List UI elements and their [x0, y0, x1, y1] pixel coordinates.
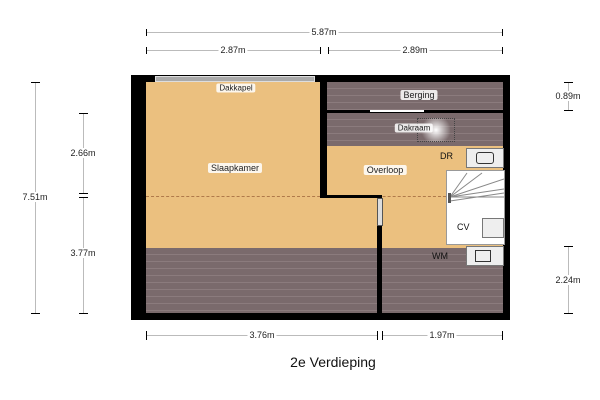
dim-tick: [502, 47, 503, 54]
dim-tick: [564, 110, 573, 111]
dim-tick: [79, 193, 88, 194]
dim-tick: [31, 313, 40, 314]
room-label-dakraam: Dakraam: [394, 123, 434, 133]
wall-left: [131, 75, 146, 320]
dim-bottom-left: 3.76m: [247, 330, 277, 340]
dim-tick: [564, 313, 573, 314]
dim-tick: [502, 331, 503, 340]
dim-tick: [502, 29, 503, 36]
wall-bottom: [131, 313, 510, 320]
slope-line: [146, 196, 446, 197]
wall-inner-lower: [377, 195, 382, 313]
washing-machine: [466, 246, 504, 266]
dim-tick: [31, 82, 40, 83]
dim-left-upper: 2.66m: [68, 148, 98, 158]
dim-bottom-right: 1.97m: [427, 330, 457, 340]
stairs-icon: [448, 172, 505, 203]
dim-tick: [79, 313, 88, 314]
dim-tick: [377, 331, 378, 340]
dim-tick: [146, 331, 147, 340]
room-label-overloop: Overloop: [363, 165, 407, 175]
dim-top-right: 2.89m: [400, 45, 430, 55]
dim-tick: [382, 331, 383, 340]
dim-tick: [79, 197, 88, 198]
cv-boiler: [482, 218, 504, 238]
wall-inner-upper: [320, 82, 327, 197]
wall-inner-step: [320, 195, 382, 198]
dim-top-left: 2.87m: [218, 45, 248, 55]
door[interactable]: [377, 198, 383, 226]
dim-tick: [564, 246, 573, 247]
wall-right: [503, 75, 510, 320]
dim-right-upper: 0.89m: [553, 91, 583, 101]
room-label-dakkapel: Dakkapel: [216, 83, 256, 93]
dim-tick: [328, 47, 329, 54]
washing-machine-icon: [475, 250, 491, 262]
dim-left-lower: 3.77m: [68, 248, 98, 258]
dakkapel-window: [155, 76, 315, 82]
room-label-slaapkamer: Slaapkamer: [207, 163, 263, 173]
wall-top: [131, 75, 510, 82]
dim-tick: [79, 113, 88, 114]
dim-tick: [146, 29, 147, 36]
dim-left-total: 7.51m: [20, 192, 50, 202]
dr-label: DR: [440, 151, 453, 161]
dryer: [466, 148, 504, 168]
bottom-left-floor: [146, 248, 377, 313]
berging-opening: [370, 110, 424, 112]
dim-tick: [146, 47, 147, 54]
dryer-icon: [476, 152, 494, 164]
cv-label: CV: [457, 222, 470, 232]
room-label-berging: Berging: [400, 90, 438, 100]
dim-tick: [320, 47, 321, 54]
dim-right-lower: 2.24m: [553, 275, 583, 285]
wm-label: WM: [432, 251, 448, 261]
floor-title: 2e Verdieping: [290, 354, 376, 370]
dim-tick: [564, 82, 573, 83]
dim-top-total: 5.87m: [309, 27, 339, 37]
